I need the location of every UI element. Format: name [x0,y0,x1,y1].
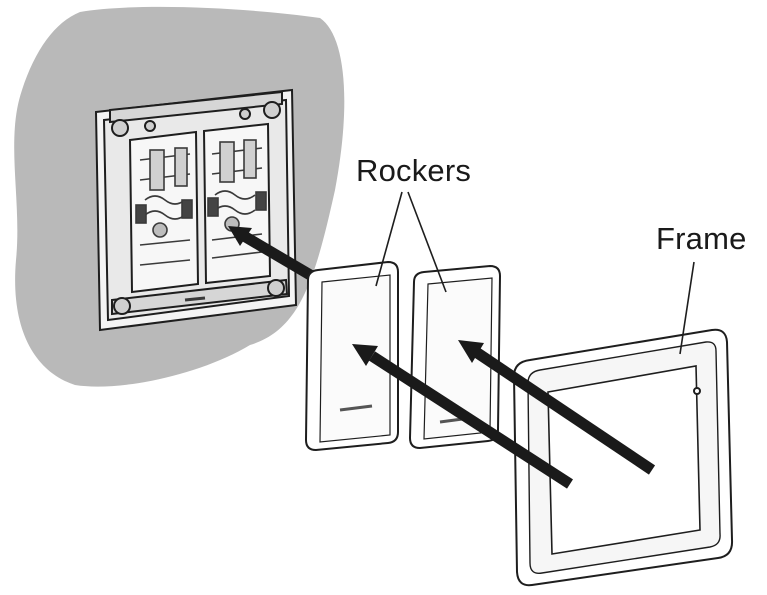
arrow-rocker-to-insert [228,226,315,281]
arrow-frame-to-left-rocker [352,344,573,489]
mechanism-detail [135,139,267,302]
rockers-label: Rockers [356,153,472,188]
rocker-left [304,260,399,452]
frame-label: Frame [656,221,747,256]
rockers-leader-lines [375,191,447,293]
arrow-frame-to-right-rocker [458,340,656,475]
frame [512,328,734,587]
frame-leader-line [679,261,695,355]
